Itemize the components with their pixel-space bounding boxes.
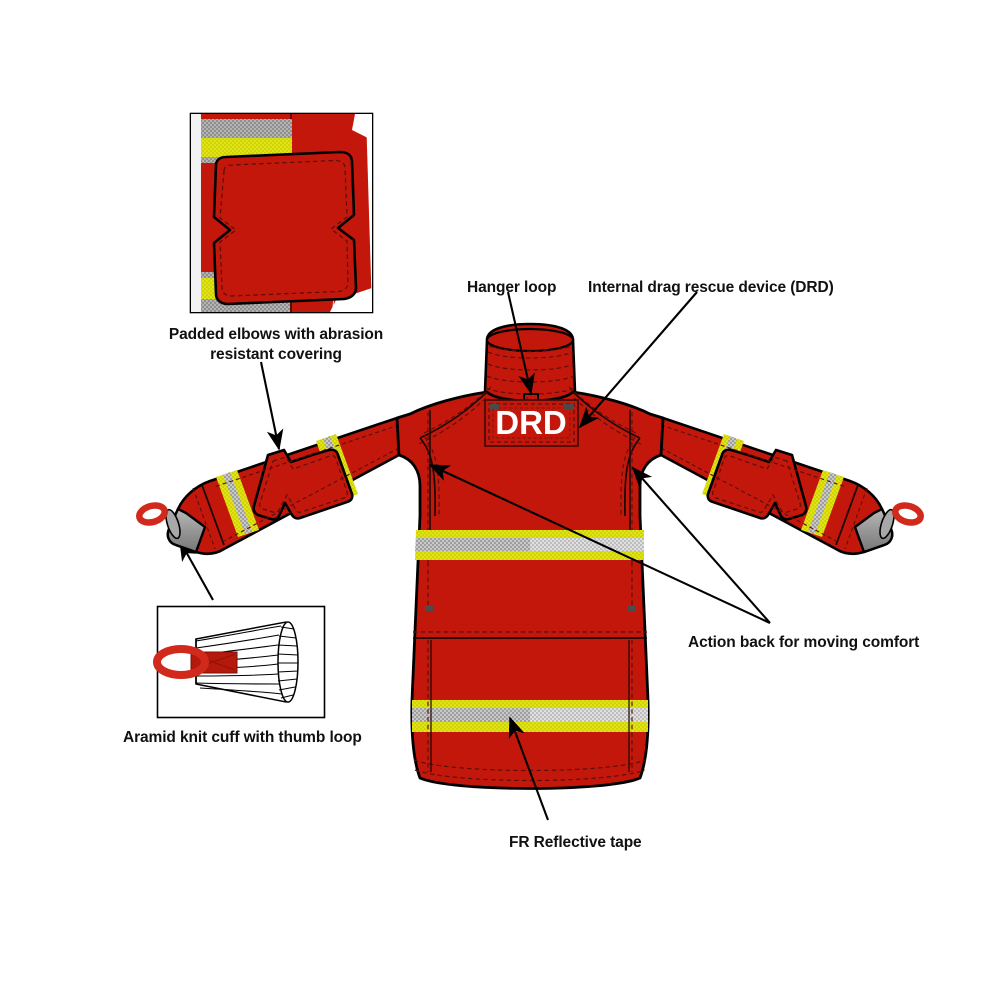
drd-patch: DRD: [484, 399, 579, 447]
inset-reflective-band-top: [201, 119, 292, 163]
right-knit-cuff: [853, 507, 895, 554]
left-thumb-loop: [136, 502, 168, 526]
inset-elbow-detail: [189, 112, 374, 314]
right-sleeve: [659, 416, 924, 555]
left-knit-cuff: [165, 507, 207, 554]
leader-fr-reflective-tape: [508, 716, 549, 821]
inset-cuff-detail: [153, 605, 326, 719]
right-elbow-pad: [706, 448, 808, 521]
left-sleeve-reflective-band: [216, 470, 259, 537]
callout-fr-reflective-tape: FR Reflective tape: [509, 834, 642, 851]
jacket-body: [395, 386, 665, 790]
inset-elbow-pad: [212, 150, 358, 306]
leader-internal-drd: [578, 291, 698, 429]
callout-hanger-loop: Hanger loop: [467, 279, 557, 296]
callout-action-back: Action back for moving comfort: [688, 634, 920, 651]
inset-knit-cuff: [195, 621, 299, 703]
collar: [483, 322, 577, 408]
callout-padded-elbows: Padded elbows with abrasion resistant co…: [168, 326, 384, 363]
left-elbow-pad: [252, 448, 354, 521]
leader-aramid-cuff: [179, 539, 214, 601]
right-sleeve-reflective-band: [801, 470, 844, 537]
left-sleeve: [136, 416, 401, 555]
leader-action-back-left: [428, 464, 771, 624]
upper-reflective-tape: [415, 530, 644, 560]
callout-internal-drd: Internal drag rescue device (DRD): [588, 279, 834, 296]
leader-action-back-right: [631, 466, 771, 624]
right-thumb-loop: [892, 502, 924, 526]
leader-hanger-loop: [506, 291, 535, 395]
leader-padded-elbows: [259, 361, 284, 451]
callout-aramid-cuff: Aramid knit cuff with thumb loop: [123, 729, 362, 746]
lower-reflective-tape: [412, 700, 648, 732]
inset-thumb-loop: [153, 645, 238, 679]
drd-patch-text: DRD: [495, 404, 567, 441]
